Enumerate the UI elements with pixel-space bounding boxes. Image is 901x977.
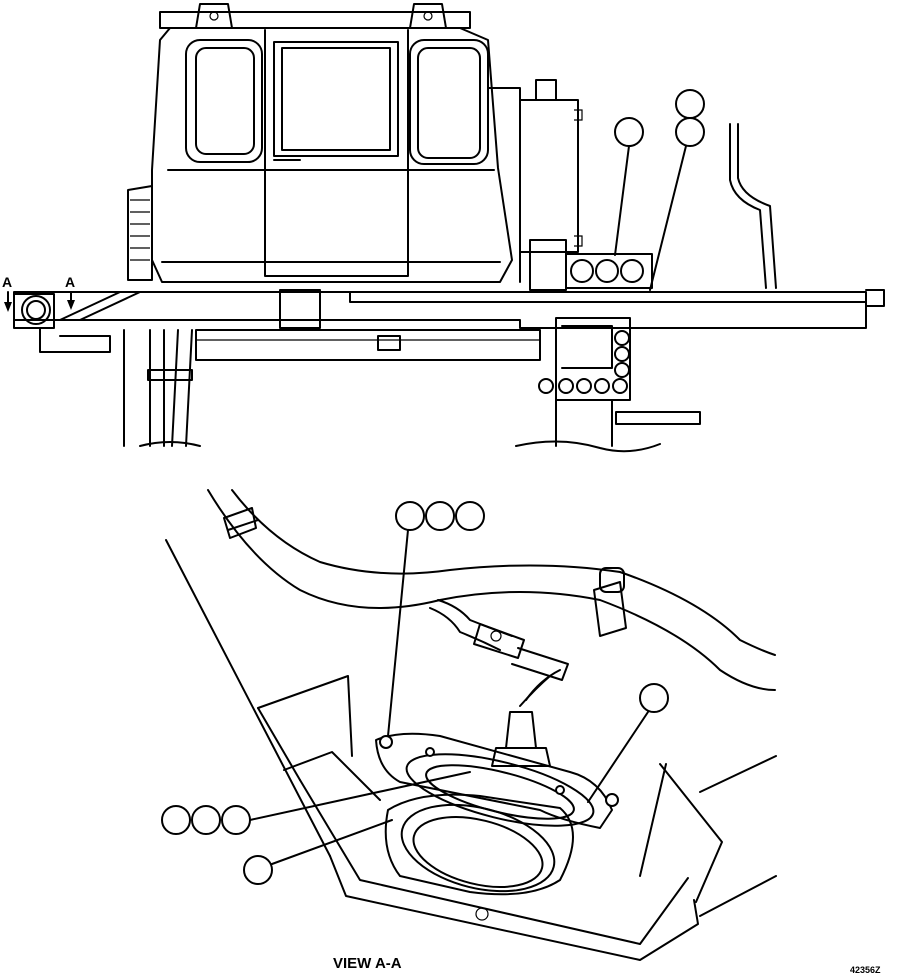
callout-bubble	[455, 501, 485, 531]
leader-line	[649, 145, 687, 291]
section-marker-label: A	[65, 274, 75, 290]
callout-group-top	[614, 89, 705, 291]
callout-bubble	[395, 501, 425, 531]
callout-bubble	[614, 117, 644, 147]
callout-bubble	[425, 501, 455, 531]
callout-group-view-a-a	[161, 501, 669, 885]
machine-side-view	[13, 3, 885, 453]
callout-bubble	[639, 683, 669, 713]
section-marker-label: A	[2, 274, 12, 290]
callout-bubble	[191, 805, 221, 835]
callout-bubble	[675, 117, 705, 147]
leader-line	[587, 711, 649, 803]
callout-bubble	[221, 805, 251, 835]
view-a-a-detail	[165, 489, 777, 961]
view-title: VIEW A-A	[333, 955, 402, 972]
leader-line	[249, 771, 471, 821]
section-cut-marker-a-left: A	[2, 274, 12, 312]
leader-line	[614, 145, 630, 256]
drawing-number: 42356Z	[850, 965, 881, 975]
leader-line	[271, 819, 393, 865]
callout-bubble	[243, 855, 273, 885]
section-cut-marker-a-right: A	[65, 274, 75, 310]
callout-bubble	[675, 89, 705, 119]
callout-bubble	[161, 805, 191, 835]
leader-line	[387, 529, 409, 737]
